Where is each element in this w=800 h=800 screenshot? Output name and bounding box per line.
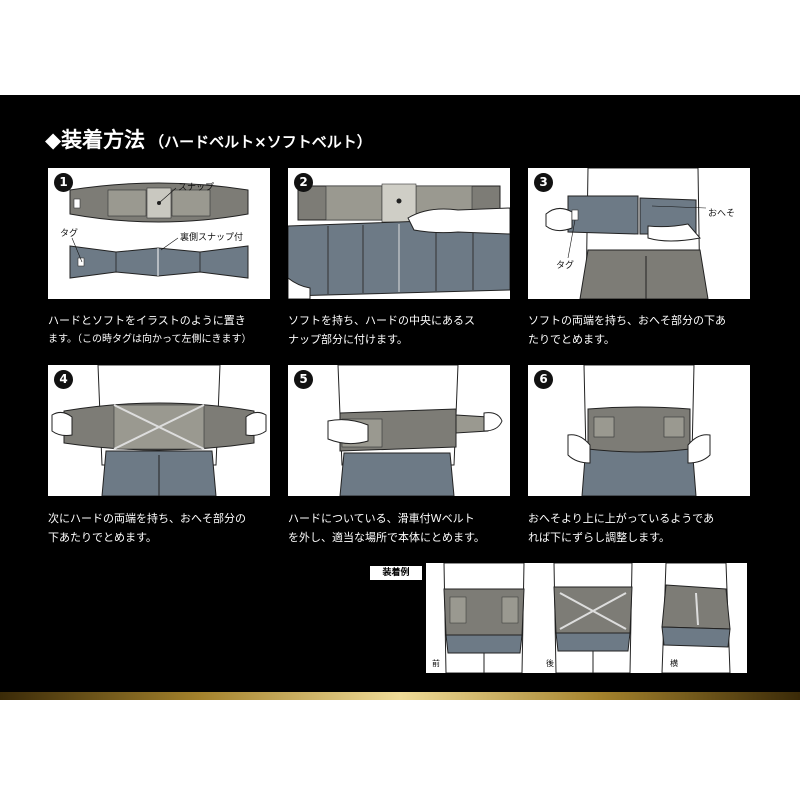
- label-back-snap: 裏側スナップ付: [180, 233, 244, 243]
- step-4-illustration: 4: [48, 365, 270, 496]
- caption-line: れば下にずらし調整します。: [528, 531, 671, 544]
- view-side: 横: [670, 659, 678, 668]
- step-6-caption: おへそより上に上がっているようであ れば下にずらし調整します。: [528, 509, 760, 547]
- step-number: 6: [534, 370, 553, 389]
- w-belt-illustration: [327, 365, 503, 496]
- step-6-illustration: 6: [528, 365, 750, 496]
- step-number: 5: [294, 370, 313, 389]
- label-snap: スナップ: [178, 183, 215, 193]
- caption-line: ハードとソフトをイラストのように置き: [48, 314, 246, 327]
- attach-snap-illustration: [288, 183, 510, 299]
- step-number: 3: [534, 173, 553, 192]
- view-front: 前: [432, 659, 440, 668]
- caption-line: ハードについている、滑車付Ｗベルト: [288, 512, 475, 525]
- step-number: 1: [54, 173, 73, 192]
- gold-divider: [0, 692, 800, 700]
- step-4-caption: 次にハードの両端を持ち、おへそ部分の 下あたりでとめます。: [48, 509, 280, 547]
- step-3-illustration: 3 おへそ タグ: [528, 168, 750, 299]
- fasten-hard-illustration: [51, 365, 267, 496]
- title-sub: （ハードベルト×ソフトベルト）: [149, 133, 372, 151]
- view-back: 後: [546, 659, 554, 668]
- example-illustration: 前 後 横: [426, 563, 747, 673]
- step-2-illustration: 2: [288, 168, 510, 299]
- step-5-caption: ハードについている、滑車付Ｗベルト を外し、適当な場所で本体にとめます。: [288, 509, 520, 547]
- belt-layout-illustration: [69, 182, 249, 279]
- caption-line: ソフトを持ち、ハードの中央にあるス: [288, 314, 475, 327]
- example-tag: 装着例: [370, 566, 422, 580]
- caption-line: おへそより上に上がっているようであ: [528, 512, 715, 525]
- step-3-caption: ソフトの両端を持ち、おへそ部分の下あ たりでとめます。: [528, 311, 760, 349]
- step-2-caption: ソフトを持ち、ハードの中央にあるス ナップ部分に付けます。: [288, 311, 520, 349]
- caption-line: 次にハードの両端を持ち、おへそ部分の: [48, 512, 246, 525]
- step-number: 2: [294, 173, 313, 192]
- step-number: 4: [54, 370, 73, 389]
- caption-line: たりでとめます。: [528, 333, 615, 346]
- label-tag: タグ: [60, 229, 79, 239]
- example-views: [443, 563, 731, 673]
- step-1-caption: ハードとソフトをイラストのように置き ます。（この時タグは向かって左側にきます）: [48, 311, 280, 349]
- fasten-soft-illustration: [545, 168, 709, 299]
- caption-line: ソフトの両端を持ち、おへそ部分の下あ: [528, 314, 726, 327]
- caption-line: 下あたりでとめます。: [48, 531, 157, 544]
- adjust-illustration: [567, 365, 711, 496]
- label-tag: タグ: [556, 261, 575, 271]
- caption-line: ナップ部分に付けます。: [288, 333, 408, 346]
- label-navel: おへそ: [708, 209, 736, 219]
- title-main: ◆装着方法: [45, 128, 146, 152]
- caption-line: を外し、適当な場所で本体にとめます。: [288, 531, 485, 544]
- step-5-illustration: 5: [288, 365, 510, 496]
- step-1-illustration: 1 スナップ タグ 裏側スナップ付: [48, 168, 270, 299]
- caption-line: ます。（この時タグは向かって左側にきます）: [48, 334, 252, 345]
- page-title: ◆装着方法（ハードベルト×ソフトベルト）: [45, 124, 372, 154]
